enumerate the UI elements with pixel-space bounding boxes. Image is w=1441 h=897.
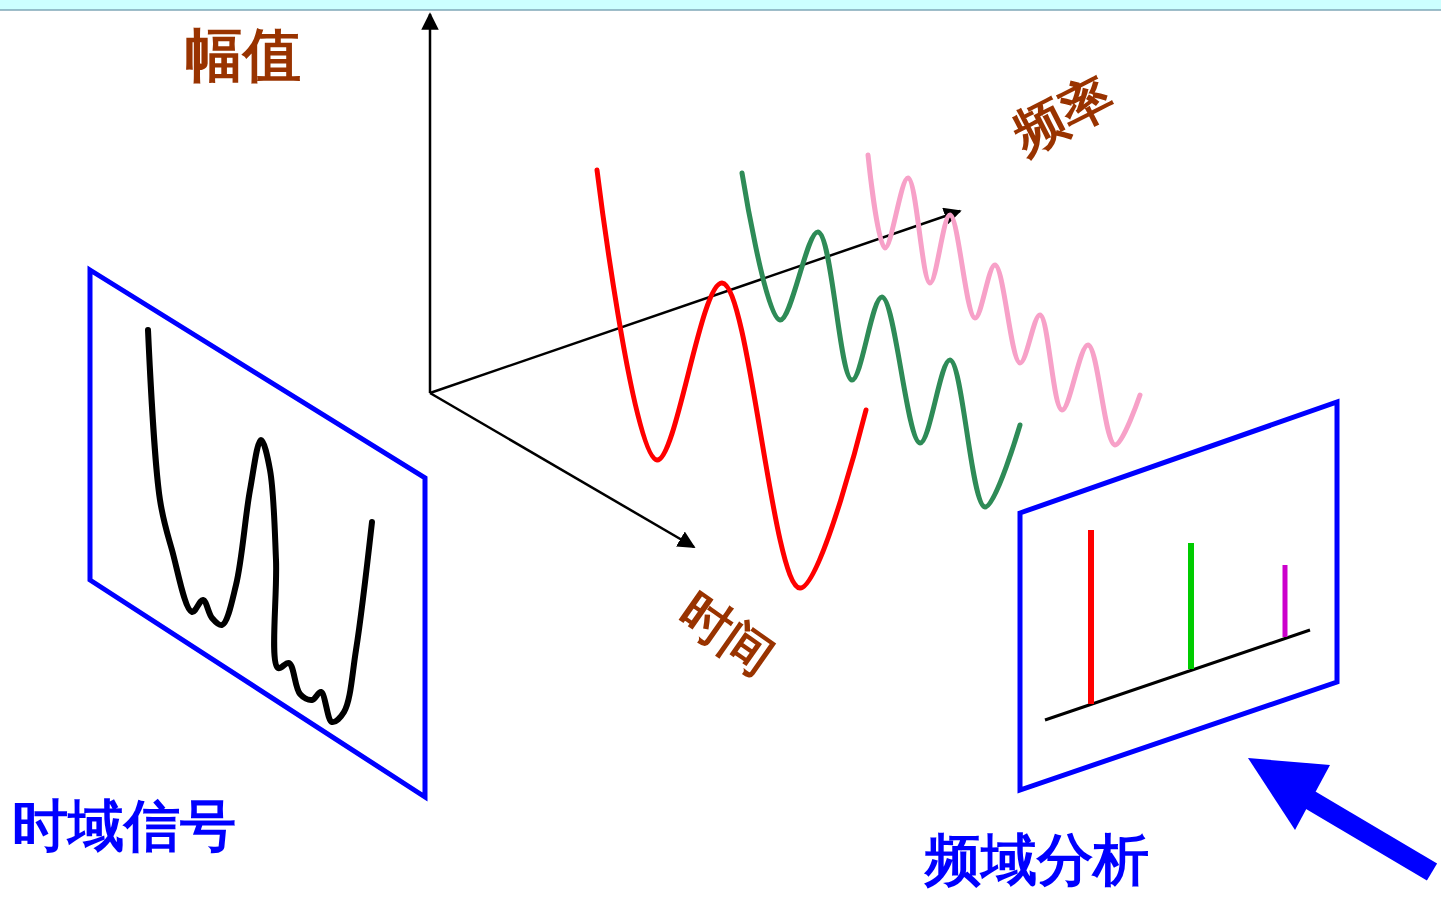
signal-curve [742,173,1020,507]
top-band [0,0,1441,10]
axis-label: 频率 [1005,68,1121,162]
spectrum-baseline [1045,630,1310,720]
axis-label: 幅值 [185,26,301,84]
signal-curve [597,170,866,588]
top-rule [0,9,1441,11]
panel-label: 频域分析 [925,832,1149,888]
axis-label: 时间 [671,585,782,683]
signal-curve [868,155,1140,445]
time-domain-panel [90,270,425,797]
pointer-arrow-shaft [1290,788,1432,872]
amplitude-axis [429,14,432,393]
spectrum-bar [1188,543,1194,669]
panel-label: 时域信号 [12,798,236,854]
spectrum-bar [1088,530,1094,704]
pointer-arrow-head [1248,758,1330,830]
time-axis [430,393,694,547]
signal-curve [148,330,372,722]
frequency-domain-panel [1020,402,1337,790]
spectrum-bar [1283,565,1288,637]
